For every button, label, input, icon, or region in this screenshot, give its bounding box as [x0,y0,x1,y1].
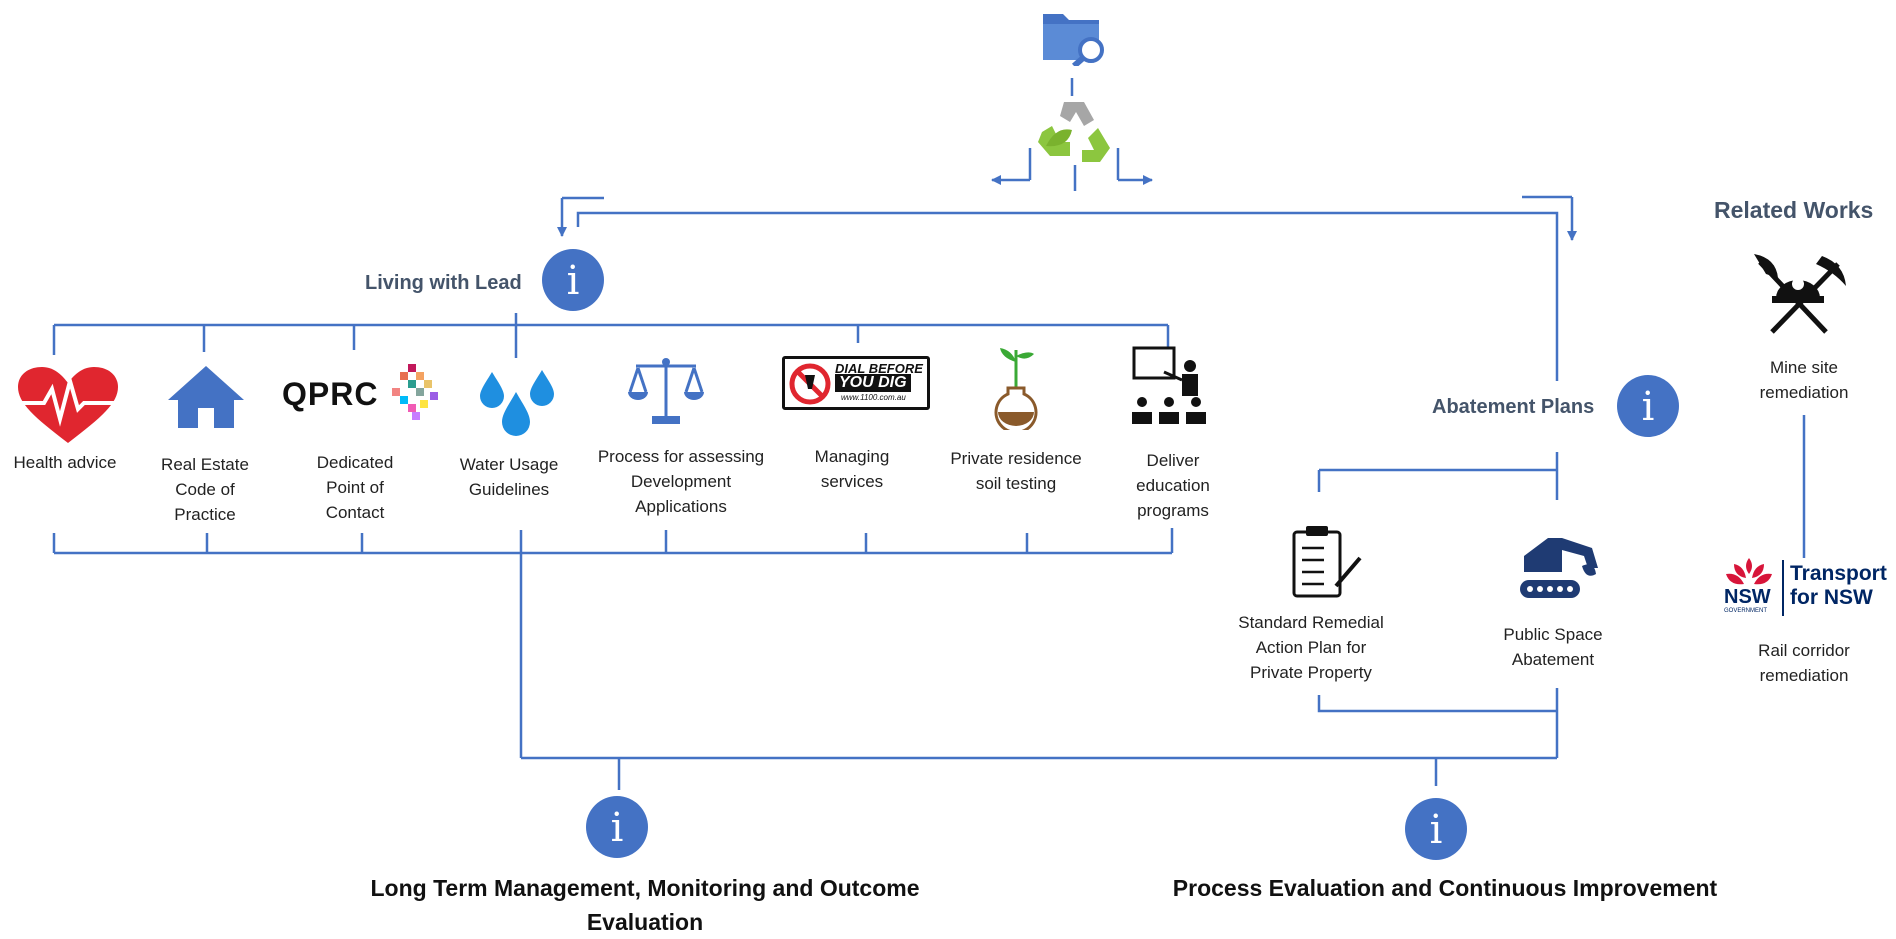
long-term-heading: Long Term Management, Monitoring and Out… [370,875,920,935]
nsw-government-text: GOVERNMENT [1724,608,1768,614]
dial-line2: YOU DIG [835,374,911,392]
info-icon-process-evaluation[interactable]: i [1404,797,1468,861]
transport-nsw-logo: NSW GOVERNMENT Transport for NSW [1722,556,1890,620]
svg-text:i: i [1430,807,1443,853]
living-item-point-of-contact-label: Dedicated Point of Contact [316,453,394,522]
related-works-heading: Related Works [1714,197,1874,223]
living-item-education-programs-label: Deliver education programs [1136,451,1210,520]
svg-text:i: i [611,805,624,851]
process-evaluation-heading: Process Evaluation and Continuous Improv… [1172,875,1718,901]
dial-url: www.1100.com.au [841,393,906,402]
miner-tools-icon [1754,254,1846,334]
living-item-managing-services-label: Managing services [814,447,890,491]
related-item-rail-corridor-label: Rail corridor remediation [1758,641,1850,685]
dial-before-you-dig-logo: DIAL BEFORE YOU DIG www.1100.com.au [782,356,930,410]
info-icon-long-term[interactable]: i [585,795,649,859]
svg-text:i: i [1642,384,1655,430]
info-icon-abatement-plans[interactable]: i [1616,374,1680,438]
heart-pulse-icon [14,367,122,443]
info-icon-living-with-lead[interactable]: i [541,248,605,312]
living-item-health-advice-label: Health advice [13,453,117,472]
living-item-soil-testing-label: Private residence soil testing [950,449,1082,493]
abatement-plans-heading: Abatement Plans [1432,396,1595,418]
living-with-lead-heading: Living with Lead [365,272,522,294]
abatement-item-remedial-plan-label: Standard Remedial Action Plan for Privat… [1238,613,1384,682]
transport-line1: Transport [1790,562,1887,585]
qprc-logo-text: QPRC [282,376,379,412]
scales-icon [628,358,704,424]
clipboard-checklist-icon [1292,526,1362,598]
plant-flask-icon [994,348,1038,430]
presentation-icon [1132,346,1206,424]
excavator-icon [1520,538,1598,598]
living-item-real-estate-label: Real Estate Code of Practice [161,455,249,524]
water-drops-icon [480,370,554,436]
dial-line1: DIAL BEFORE [835,361,923,376]
nsw-text: NSW [1724,586,1771,608]
svg-text:i: i [567,258,580,304]
folder-search-icon [1043,14,1104,66]
living-item-water-usage-label: Water Usage Guidelines [459,455,559,499]
related-item-mine-site-label: Mine site remediation [1759,358,1849,402]
house-icon [168,366,244,428]
abatement-item-public-space-label: Public Space Abatement [1503,625,1603,669]
recycle-leaf-icon [1038,102,1110,162]
transport-line2: for NSW [1790,586,1873,609]
qprc-logo: QPRC [282,364,442,424]
living-item-development-applications-label: Process for assessing Development Applic… [597,447,765,516]
